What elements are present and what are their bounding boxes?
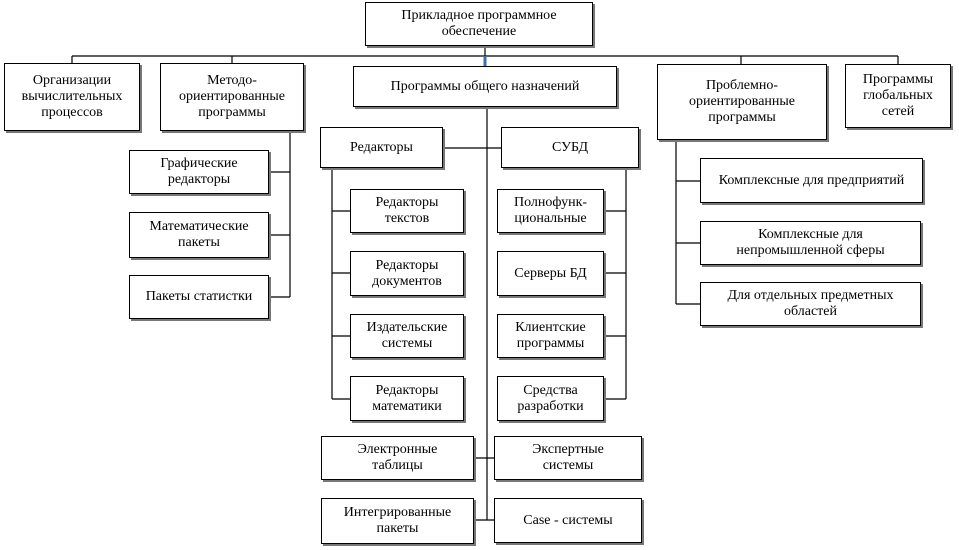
math-packages-box: Математические пакеты [129, 212, 269, 258]
general-purpose-box: Программы общего назначений [353, 66, 617, 107]
math-editors-box: Редакторы математики [350, 376, 464, 421]
editors-box: Редакторы [320, 127, 443, 168]
publishing-systems-box: Издательские системы [350, 314, 464, 358]
expert-systems-box: Экспертные системы [494, 436, 642, 480]
method-oriented-box: Методо- ориентированные программы [160, 63, 304, 131]
document-editors-box: Редакторы документов [350, 251, 464, 296]
nonindustrial-box: Комплексные для непромышленной сферы [700, 221, 921, 265]
case-systems-box: Case - системы [494, 498, 642, 543]
graphic-editors-box: Графические редакторы [129, 150, 269, 194]
full-function-box: Полнофунк- циональные [497, 189, 604, 233]
stat-packages-box: Пакеты статистки [129, 275, 269, 319]
dev-tools-box: Средства разработки [497, 376, 604, 421]
spreadsheets-box: Электронные таблицы [321, 436, 474, 480]
root-box: Прикладное программное обеспечение [365, 2, 593, 46]
organizations-box: Организации вычислительных процессов [4, 63, 140, 131]
global-networks-box: Программы глобальных сетей [845, 64, 951, 128]
integrated-packages-box: Интегрированные пакеты [321, 498, 474, 544]
problem-oriented-box: Проблемно- ориентированные программы [657, 64, 827, 140]
text-editors-box: Редакторы текстов [350, 189, 464, 233]
db-servers-box: Серверы БД [497, 251, 604, 296]
dbms-box: СУБД [501, 127, 639, 168]
subject-areas-box: Для отдельных предметных областей [700, 282, 921, 326]
client-programs-box: Клиентские программы [497, 314, 604, 358]
enterprise-box: Комплексные для предприятий [700, 158, 923, 203]
